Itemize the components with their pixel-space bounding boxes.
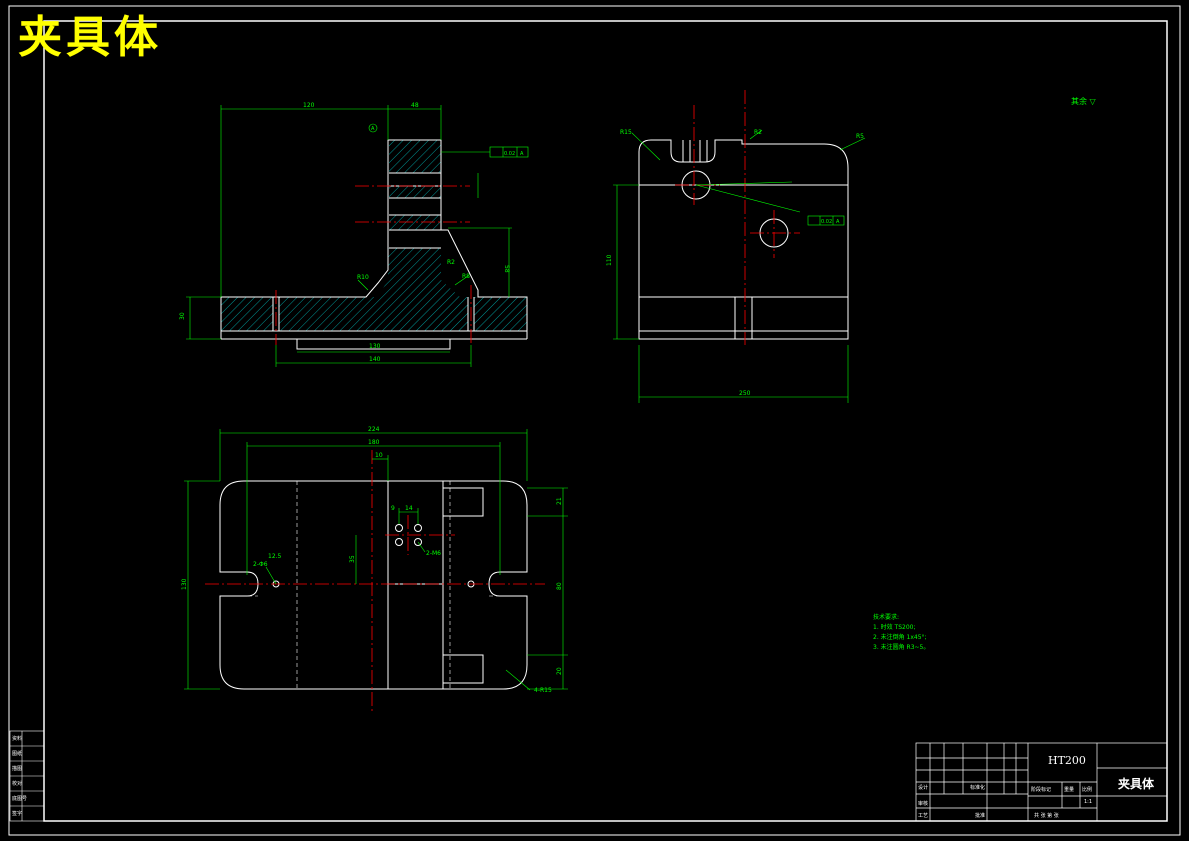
tolerance-datum-side: A bbox=[836, 219, 840, 225]
dim-4-r15: 4-R15 bbox=[534, 687, 552, 694]
dim-80: 80 bbox=[556, 582, 563, 590]
dim-30: 30 bbox=[179, 312, 186, 320]
dim-r5: R5 bbox=[856, 133, 864, 140]
dim-130-top: 130 bbox=[181, 578, 188, 590]
outer-border bbox=[8, 5, 1181, 836]
drawing-title: 夹具体 bbox=[18, 12, 162, 63]
tolerance-value-side: 0.02 bbox=[821, 219, 832, 225]
roughness-other-label: 其余 bbox=[1071, 97, 1087, 106]
roughness-note: 其余 ▽ bbox=[1071, 97, 1096, 106]
dim-20: 20 bbox=[556, 667, 563, 675]
title-block-material: HT200 bbox=[1048, 754, 1086, 767]
title-block-standard: 标准化 bbox=[970, 785, 986, 791]
dim-110: 110 bbox=[606, 254, 613, 266]
dim-r2-side: R2 bbox=[754, 129, 762, 136]
dim-slot: 2-Φ6 bbox=[253, 561, 268, 568]
dim-21: 21 bbox=[556, 497, 563, 505]
datum-a: A bbox=[371, 126, 375, 132]
dim-130: 130 bbox=[369, 343, 381, 350]
tolerance-datum: A bbox=[520, 151, 524, 157]
dim-140: 140 bbox=[369, 356, 381, 363]
dim-10: 10 bbox=[375, 452, 383, 459]
tech-req-item-2: 2. 未注倒角 1x45°; bbox=[873, 634, 927, 641]
technical-requirements: 技术要求: 1. 时效 TS200; 2. 未注倒角 1x45°; 3. 未注圆… bbox=[873, 613, 929, 653]
tolerance-value: 0.02 bbox=[504, 151, 515, 157]
roughness-12-5: 12.5 bbox=[268, 553, 282, 560]
dim-r15: R15 bbox=[620, 129, 632, 136]
title-block-review: 审核 bbox=[918, 801, 929, 807]
left-side-table bbox=[9, 730, 45, 822]
dim-58: 58 bbox=[503, 265, 510, 273]
title-block-scale: 1:1 bbox=[1084, 799, 1093, 805]
dim-r10: R10 bbox=[357, 274, 369, 281]
title-block-part-name: 夹具体 bbox=[1118, 777, 1155, 791]
title-block-process: 工艺 bbox=[918, 813, 929, 819]
top-view: 224 180 10 130 21 80 20 2-M6 35 14 9 4-R… bbox=[181, 426, 568, 712]
dim-48: 48 bbox=[411, 102, 419, 109]
side-view: R15 R5 R2 250 110 0.02 A bbox=[606, 90, 866, 403]
left-table-3: 描图 bbox=[12, 766, 23, 772]
tech-req-heading: 技术要求: bbox=[873, 614, 900, 621]
dim-9: 9 bbox=[391, 505, 395, 512]
dim-r2: R2 bbox=[447, 259, 455, 266]
inner-border bbox=[43, 20, 1168, 822]
dim-250: 250 bbox=[739, 390, 751, 397]
dim-14: 14 bbox=[405, 505, 413, 512]
title-block bbox=[915, 742, 1168, 822]
title-block-stage: 阶段标记 bbox=[1031, 787, 1052, 793]
title-block-sheets: 共 张 第 张 bbox=[1034, 813, 1059, 819]
left-table-2: 图纸 bbox=[12, 751, 23, 757]
title-block-approve: 批准 bbox=[975, 813, 986, 819]
front-view: 120 48 130 140 58 30 R10 R8 R2 0.02 A A bbox=[179, 102, 529, 367]
dim-224: 224 bbox=[368, 426, 380, 433]
dim-r8: R8 bbox=[462, 273, 470, 280]
left-table-5: 底图号 bbox=[12, 796, 28, 802]
title-block-ratio: 比例 bbox=[1082, 787, 1093, 793]
tech-req-item-1: 1. 时效 TS200; bbox=[873, 624, 916, 631]
dim-2-m6: 2-M6 bbox=[426, 550, 441, 557]
title-block-design: 设计 bbox=[918, 785, 929, 791]
title-block-weight: 重量 bbox=[1064, 787, 1075, 793]
left-table-4: 校对 bbox=[12, 781, 23, 787]
left-table-1: 资料 bbox=[12, 736, 23, 742]
dim-180: 180 bbox=[368, 439, 380, 446]
left-table-6: 签字 bbox=[12, 811, 23, 817]
tech-req-item-3: 3. 未注圆角 R3~5。 bbox=[873, 644, 930, 651]
dim-35: 35 bbox=[349, 555, 356, 563]
dim-120: 120 bbox=[303, 102, 315, 109]
